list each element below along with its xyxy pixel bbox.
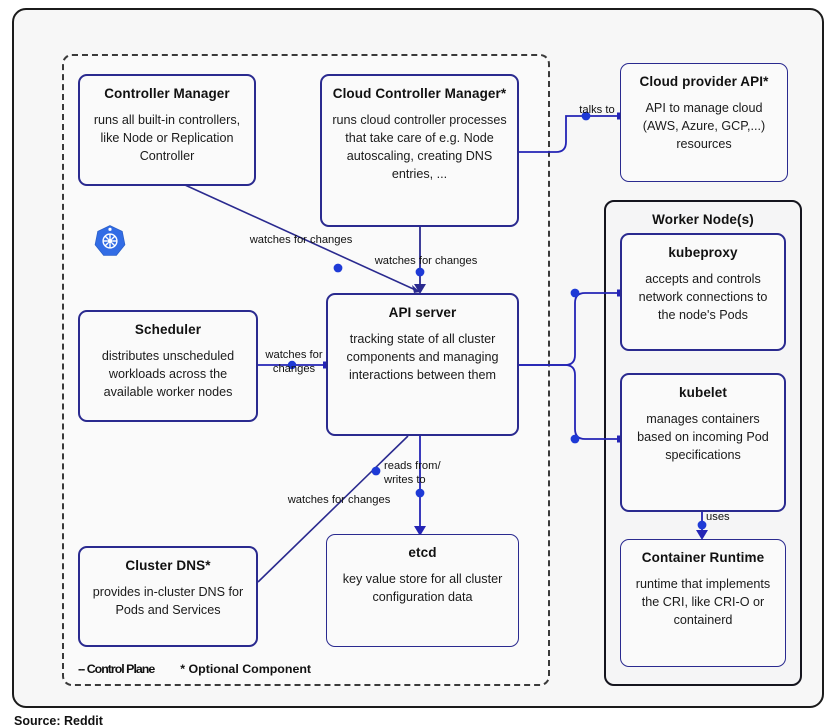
node-body: runs all built-in controllers, like Node… <box>93 112 241 163</box>
node-controller-manager[interactable]: Controller Manager runs all built-in con… <box>78 74 256 186</box>
legend-optional-component: * Optional Component <box>180 662 312 676</box>
node-title: Cloud provider API* <box>639 74 769 89</box>
node-title: Cluster DNS* <box>125 558 211 573</box>
node-title: Controller Manager <box>104 86 230 101</box>
node-title: kubelet <box>679 385 727 400</box>
edge-label-ccm-watches: watches for changes <box>374 255 478 267</box>
node-body: key value store for all cluster configur… <box>342 571 503 604</box>
kubernetes-logo-icon <box>93 224 127 258</box>
node-etcd[interactable]: etcd key value store for all cluster con… <box>326 534 519 647</box>
node-title: Container Runtime <box>641 550 765 565</box>
edge-label-cluster-dns-watches: watches for changes <box>287 494 391 506</box>
node-kubeproxy[interactable]: kubeproxy accepts and controls network c… <box>620 233 786 351</box>
node-body: tracking state of all cluster components… <box>346 331 499 382</box>
node-body: runs cloud controller processes that tak… <box>332 112 507 181</box>
node-title: API server <box>388 305 457 320</box>
node-title: kubeproxy <box>668 245 738 260</box>
node-cloud-provider-api[interactable]: Cloud provider API* API to manage cloud … <box>620 63 788 182</box>
edge-label-scheduler-watches: watches for changes <box>265 349 323 376</box>
worker-node-title: Worker Node(s) <box>652 212 754 227</box>
edge-label-etcd-read-write: reads from/ writes to <box>384 460 441 487</box>
edge-label-uses: uses <box>706 511 730 523</box>
node-api-server[interactable]: API server tracking state of all cluster… <box>326 293 519 436</box>
node-body: runtime that implements the CRI, like CR… <box>635 576 771 627</box>
node-container-runtime[interactable]: Container Runtime runtime that implement… <box>620 539 786 667</box>
source-caption: Source: Reddit <box>14 714 103 726</box>
node-kubelet[interactable]: kubelet manages containers based on inco… <box>620 373 786 512</box>
node-body: manages containers based on incoming Pod… <box>637 411 769 462</box>
node-cluster-dns[interactable]: Cluster DNS* provides in-cluster DNS for… <box>78 546 258 647</box>
node-cloud-controller-manager[interactable]: Cloud Controller Manager* runs cloud con… <box>320 74 519 227</box>
legend-control-plane: -- Control Plane <box>78 662 155 676</box>
node-body: API to manage cloud (AWS, Azure, GCP,...… <box>642 100 766 151</box>
node-body: distributes unscheduled workloads across… <box>101 348 235 399</box>
node-body: accepts and controls network connections… <box>638 271 768 322</box>
node-title: Cloud Controller Manager* <box>332 86 507 101</box>
edge-label-talks-to: talks to <box>579 104 615 116</box>
node-scheduler[interactable]: Scheduler distributes unscheduled worklo… <box>78 310 258 422</box>
edge-label-controller-manager-watches: watches for changes <box>249 234 353 246</box>
node-body: provides in-cluster DNS for Pods and Ser… <box>92 584 244 617</box>
node-title: etcd <box>408 545 437 560</box>
legend: -- Control Plane * Optional Component <box>78 662 311 676</box>
node-title: Scheduler <box>134 322 202 337</box>
